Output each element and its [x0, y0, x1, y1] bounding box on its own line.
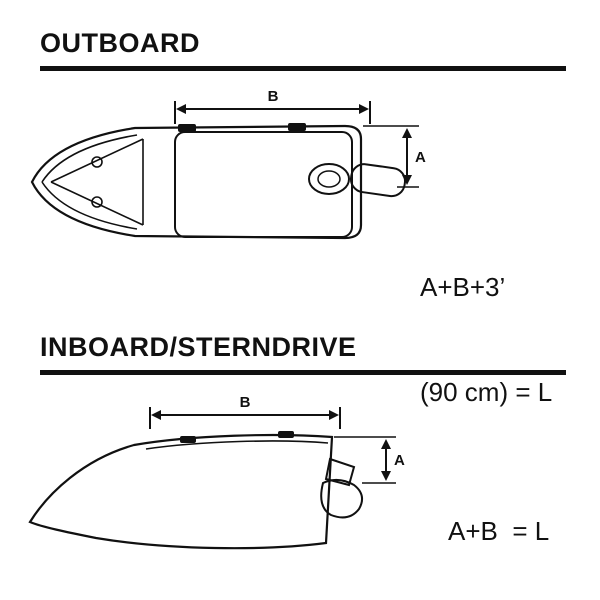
inboard-dim-b: B	[149, 394, 341, 429]
inboard-dim-a-label: A	[394, 452, 405, 469]
bow-inner-line-bottom	[41, 181, 138, 230]
outboard-formula: A+B+3’ (90 cm) = L	[420, 200, 552, 480]
outboard-dim-a: A	[363, 125, 426, 188]
cleat	[288, 123, 306, 131]
drive-bracket	[324, 457, 356, 487]
outboard-dim-b: B	[174, 88, 371, 124]
cleat	[278, 431, 294, 438]
inboard-dim-b-label: B	[240, 394, 251, 411]
inboard-divider	[40, 370, 566, 375]
outboard-dim-b-label: B	[268, 88, 279, 105]
bow-hatch-circle	[91, 156, 103, 168]
motor-lower-unit	[349, 163, 406, 198]
motor-cowl	[308, 163, 350, 195]
bow-inner-line-top	[41, 134, 138, 183]
outboard-dim-a-label: A	[415, 149, 426, 166]
cleat	[178, 124, 196, 132]
outboard-divider	[40, 66, 566, 71]
bow-hatch-circle	[91, 196, 103, 208]
foredeck-v-lines	[50, 138, 144, 226]
cockpit-outline	[174, 131, 353, 238]
inboard-dim-a: A	[334, 436, 405, 484]
inboard-diagram: B A	[28, 394, 405, 550]
outboard-motor	[308, 163, 406, 198]
inboard-title: INBOARD/STERNDRIVE	[40, 332, 357, 362]
sterndrive-unit	[320, 457, 364, 519]
outboard-title: OUTBOARD	[40, 28, 200, 58]
gunwale-line	[145, 440, 329, 450]
inboard-formula: A+B = L	[448, 516, 550, 546]
outboard-formula-line1: A+B+3’	[420, 272, 506, 302]
outboard-formula-line2: (90 cm) = L	[420, 377, 553, 407]
boat-top-view-hull	[30, 123, 363, 240]
boat-side-view-hull	[28, 431, 334, 550]
motor-cowl-inner	[317, 170, 341, 188]
outboard-diagram: B A	[30, 88, 426, 240]
drive-lower-pod	[320, 479, 364, 519]
cleat	[180, 436, 196, 443]
